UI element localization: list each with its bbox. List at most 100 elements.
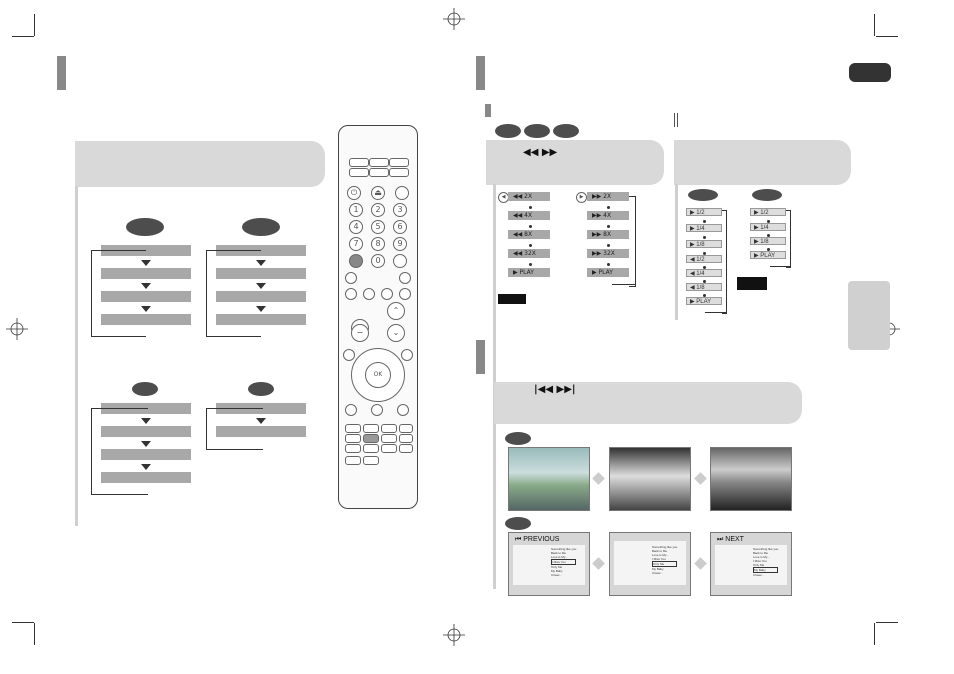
source-button-tuner[interactable] — [389, 158, 409, 167]
tv-video-button[interactable] — [395, 186, 409, 200]
function-button[interactable] — [345, 424, 361, 433]
function-button[interactable] — [363, 444, 379, 453]
sleep-button[interactable] — [345, 456, 361, 465]
menu-title: PREVIOUS — [523, 536, 560, 543]
speed-step: ◀◀ 32X — [508, 249, 550, 258]
num-button[interactable]: 7 — [349, 237, 363, 251]
function-button[interactable] — [399, 434, 413, 443]
mp3-menu-current: Something like you Back to Me Love is My… — [609, 532, 691, 596]
loop-line — [91, 408, 148, 495]
skip-forward-icon[interactable] — [399, 272, 411, 284]
mode-bar — [101, 268, 191, 279]
step-dot — [529, 206, 532, 209]
disc-badge — [524, 124, 550, 138]
menu-item: Love is My... — [753, 555, 770, 559]
section-title-marker — [476, 56, 485, 90]
loop-line — [206, 408, 263, 450]
mode-bar — [101, 245, 191, 256]
num-button[interactable]: 2 — [371, 203, 385, 217]
num-button[interactable]: 1 — [349, 203, 363, 217]
num-button[interactable]: 4 — [349, 220, 363, 234]
function-button[interactable] — [381, 434, 397, 443]
num-button[interactable]: 5 — [371, 220, 385, 234]
step-dot — [767, 220, 770, 223]
trim-mark — [12, 36, 34, 37]
menu-title: NEXT — [725, 536, 744, 543]
tuning-down-icon[interactable]: ⌄ — [387, 324, 405, 342]
function-button[interactable] — [363, 424, 379, 433]
mode-bar — [216, 426, 306, 437]
mute-button[interactable] — [363, 456, 379, 465]
speed-step: ◀◀ 2X — [508, 192, 550, 201]
step-dot — [607, 244, 610, 247]
function-button[interactable] — [399, 424, 413, 433]
disc-badge — [126, 218, 164, 236]
num-button[interactable]: 8 — [371, 237, 385, 251]
fast-forward-icon: ▶ — [576, 192, 587, 203]
disc-badge — [752, 189, 782, 201]
disc-badge — [505, 432, 531, 445]
menu-item: Only Me — [652, 561, 678, 567]
power-icon[interactable]: ⏻ — [347, 186, 361, 200]
audio-button[interactable] — [397, 404, 409, 416]
jpeg-photo-2 — [609, 447, 691, 511]
slow-step: ◀ 1/8 — [686, 283, 722, 291]
tuning-up-icon[interactable]: ⌃ — [387, 302, 405, 320]
mode-bar — [101, 472, 191, 483]
function-button[interactable] — [345, 434, 361, 443]
section-rule — [75, 186, 78, 526]
return-button[interactable] — [401, 349, 413, 361]
menu-item: Only Me — [753, 563, 765, 567]
subsection-marker — [485, 104, 491, 117]
arrow-icon — [694, 557, 707, 570]
play-pause-icon[interactable] — [381, 288, 393, 300]
menu-item: Only Me — [551, 565, 563, 569]
remain-button[interactable] — [393, 254, 407, 268]
source-button-usb[interactable] — [389, 168, 409, 177]
stop-icon[interactable] — [363, 288, 375, 300]
chapter-tab — [848, 281, 890, 350]
disc-badge — [495, 124, 521, 138]
mode-bar — [216, 291, 306, 302]
num-button[interactable]: 9 — [393, 237, 407, 251]
rewind-icon[interactable] — [345, 288, 357, 300]
eject-icon[interactable]: ⏏ — [371, 186, 385, 200]
function-button-highlight[interactable] — [363, 434, 379, 443]
menu-button[interactable] — [343, 349, 355, 361]
source-button-aux[interactable] — [369, 168, 389, 177]
fast-forward-icon[interactable] — [399, 288, 411, 300]
disc-badge — [248, 382, 274, 396]
search-keys-label: ◀◀ ▶▶ — [523, 147, 558, 158]
slow-step: ▶ 1/4 — [750, 223, 786, 231]
num-button[interactable]: 0 — [371, 254, 385, 268]
function-button[interactable] — [345, 444, 361, 453]
source-button-hdmi[interactable] — [349, 168, 369, 177]
function-button[interactable] — [381, 424, 397, 433]
arrow-down-icon — [141, 441, 151, 447]
source-button-dvd[interactable] — [369, 158, 389, 167]
disc-badge — [688, 189, 718, 201]
source-button-tv[interactable] — [349, 158, 369, 167]
trim-mark — [874, 14, 875, 36]
loop-line — [91, 250, 146, 337]
function-button[interactable] — [381, 444, 397, 453]
menu-item: Something like you — [753, 547, 779, 551]
jpeg-photo-3 — [710, 447, 792, 511]
enter-button[interactable]: OK — [365, 362, 391, 388]
function-button[interactable] — [399, 444, 413, 453]
loop-line — [705, 312, 726, 313]
instruction-box — [75, 141, 325, 187]
num-button[interactable]: 6 — [393, 220, 407, 234]
menu-item: Back to Me — [551, 551, 567, 555]
volume-down-icon[interactable]: − — [351, 324, 369, 342]
arrow-icon — [592, 472, 605, 485]
loop-line — [722, 210, 727, 314]
num-button[interactable]: 3 — [393, 203, 407, 217]
loop-line — [786, 210, 791, 268]
loop-line — [612, 284, 636, 285]
skip-back-icon[interactable] — [345, 272, 357, 284]
highlight-button[interactable] — [349, 254, 363, 268]
menu-item: My Baby — [753, 567, 779, 573]
info-button[interactable] — [345, 404, 357, 416]
mode-button[interactable] — [371, 404, 383, 416]
